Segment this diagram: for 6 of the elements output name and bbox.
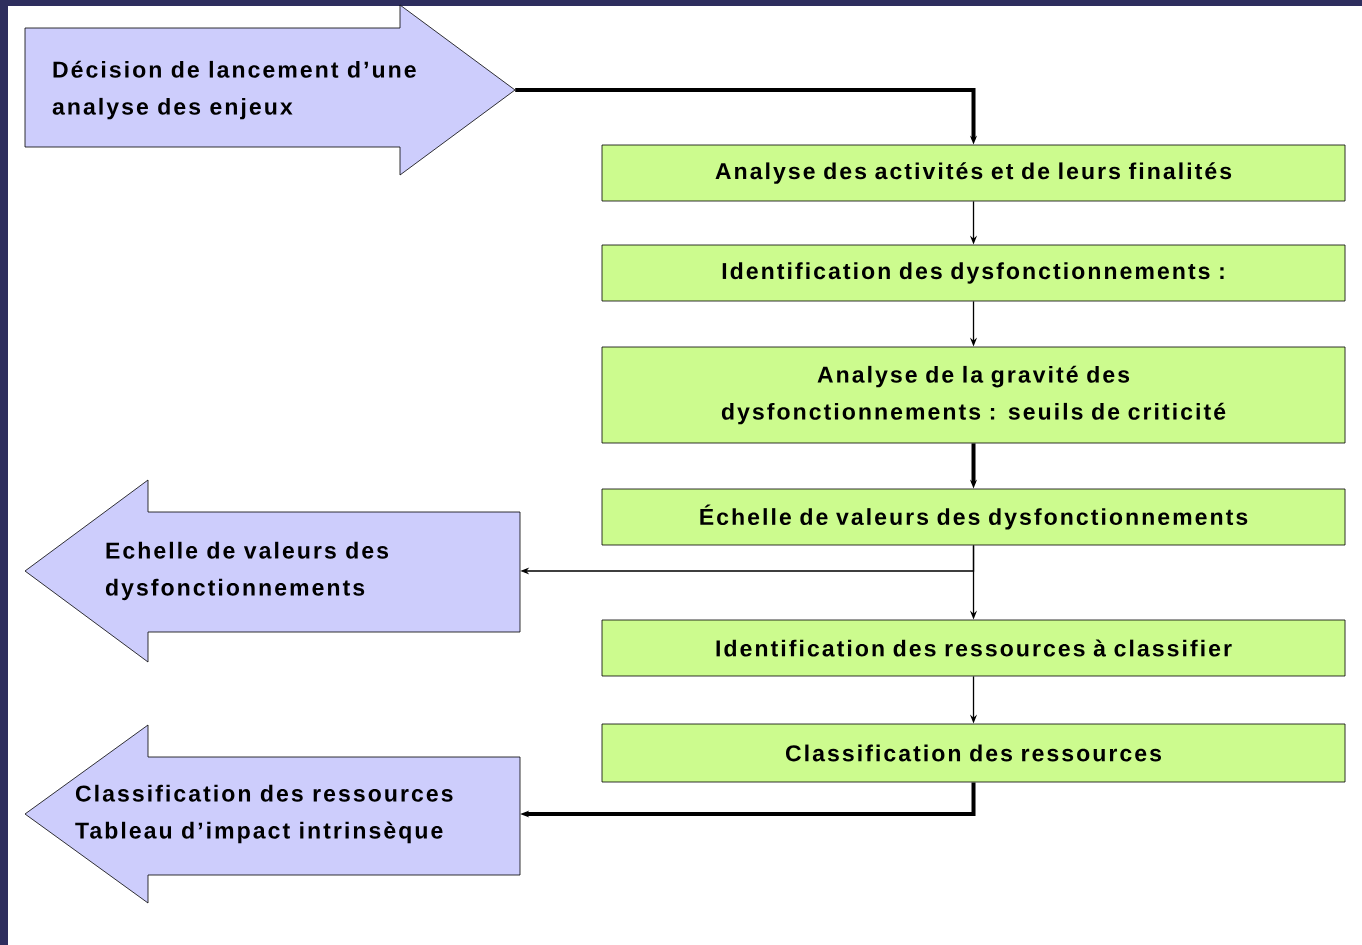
process-box: Analyse des activités et de leurs finalités [601,144,1346,202]
process-box: Classification des ressources [601,723,1346,783]
process-box: Identification des ressources à classifier [601,619,1346,677]
process-box: Identification des dysfonctionnements : [601,244,1346,302]
process-box: Échelle de valeurs des dysfonctionnements [601,488,1346,546]
process-box: Analyse de la gravité des dysfonctionnements : seuils de criticité [601,346,1346,444]
